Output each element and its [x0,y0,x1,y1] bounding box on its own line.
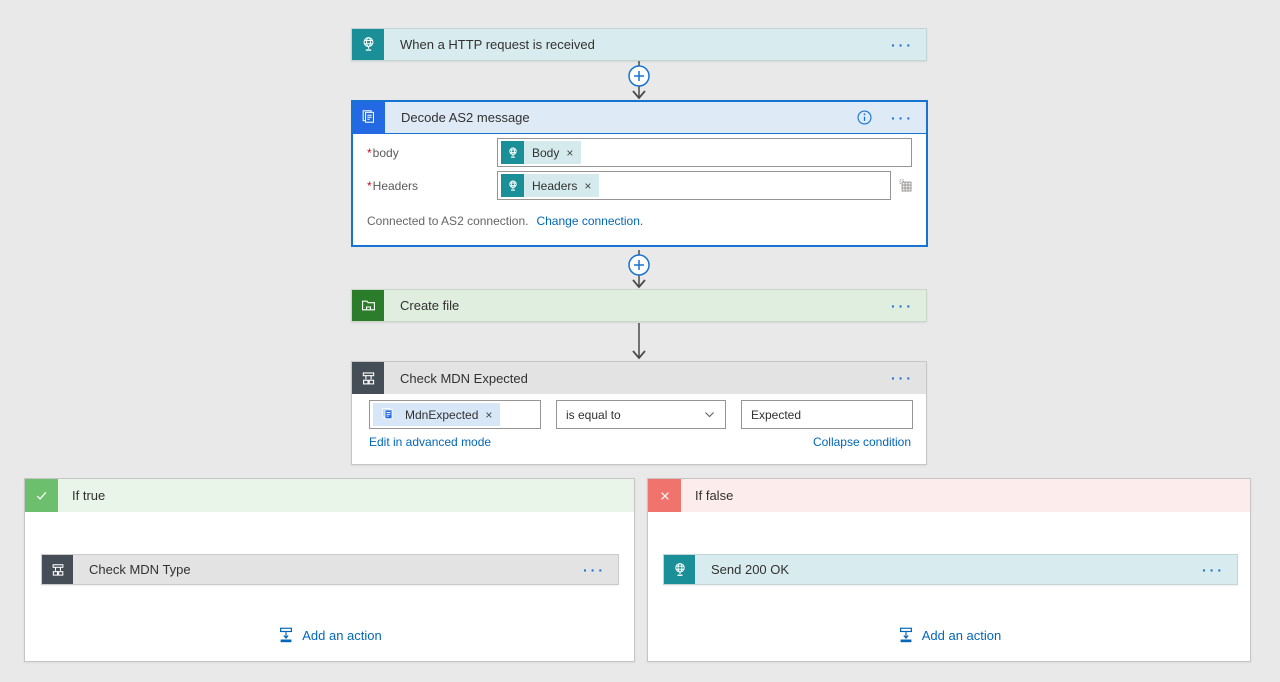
http-globe-icon [664,555,695,584]
decode-as2-card: Decode AS2 message ··· *body Body × [351,100,928,247]
headers-field-input[interactable]: Headers × [497,171,891,200]
remove-token-icon[interactable]: × [485,407,493,422]
remove-token-icon[interactable]: × [566,145,574,160]
condition-value-input[interactable] [741,400,913,429]
info-icon[interactable] [850,109,879,126]
condition-branch-icon [352,362,384,394]
connection-footer: Connected to AS2 connection. Change conn… [367,214,643,228]
edit-advanced-mode-link[interactable]: Edit in advanced mode [369,435,492,449]
if-false-add-action-button[interactable]: Add an action [648,626,1250,644]
create-file-title: Create file [400,298,460,313]
http-globe-icon [501,141,524,164]
condition-menu-button[interactable]: ··· [891,370,914,386]
check-mdn-type-card[interactable]: Check MDN Type ··· [41,554,619,585]
body-field-label: *body [367,146,399,160]
operator-value: is equal to [566,407,621,422]
add-action-icon [280,627,293,643]
condition-header[interactable]: Check MDN Expected ··· [352,362,926,394]
decode-as2-header[interactable]: Decode AS2 message ··· [353,101,926,134]
add-action-icon [899,627,912,643]
collapse-condition-link[interactable]: Collapse condition [812,435,911,449]
insert-step-connector[interactable] [627,250,651,289]
body-token[interactable]: Body × [501,141,582,164]
mdnexpected-token[interactable]: MdnExpected × [373,403,501,426]
condition-title: Check MDN Expected [400,370,528,386]
if-true-add-action-button[interactable]: Add an action [25,626,634,644]
body-field-input[interactable]: Body × [497,138,912,167]
add-action-label: Add an action [921,627,1002,643]
checkmark-icon [25,479,58,512]
check-mdn-type-title: Check MDN Type [89,562,191,577]
http-globe-icon [352,29,384,60]
add-action-label: Add an action [302,627,382,643]
as2-pages-icon [353,101,385,134]
if-false-branch-panel: If false Send 200 OK ··· Add an action [647,478,1251,662]
decode-as2-menu-button[interactable]: ··· [891,109,914,126]
change-connection-link[interactable]: Change connection. [536,214,644,228]
decode-as2-title: Decode AS2 message [401,110,530,125]
if-true-branch-panel: If true Check MDN Type ··· Add an action [24,478,635,662]
condition-operator-dropdown[interactable]: is equal to [556,400,726,429]
trigger-title: When a HTTP request is received [400,37,595,52]
send-200-ok-card[interactable]: Send 200 OK ··· [663,554,1238,585]
headers-token[interactable]: Headers × [501,174,600,197]
if-false-header[interactable]: If false [648,479,1250,512]
if-true-label: If true [72,488,106,503]
operand-token-label: MdnExpected [405,407,479,422]
insert-step-connector[interactable] [627,61,651,100]
headers-token-label: Headers [532,178,578,193]
connection-status-text: Connected to AS2 connection. [367,214,529,228]
if-true-header[interactable]: If true [25,479,634,512]
create-file-menu-button[interactable]: ··· [891,297,914,314]
condition-operand-input[interactable]: MdnExpected × [369,400,541,429]
as2-pages-icon [377,404,399,426]
condition-card: Check MDN Expected ··· MdnExpected × [351,361,927,465]
switch-to-table-mode-icon[interactable] [896,176,914,194]
file-system-folder-icon [352,290,384,321]
trigger-menu-button[interactable]: ··· [891,36,914,53]
arrow-connector [632,323,646,360]
http-globe-icon [501,174,524,197]
condition-branch-icon [42,555,73,584]
x-mark-icon [648,479,681,512]
send-200-ok-menu-button[interactable]: ··· [1202,561,1225,578]
if-false-label: If false [695,488,734,503]
check-mdn-type-menu-button[interactable]: ··· [583,561,606,578]
trigger-card-http-request[interactable]: When a HTTP request is received ··· [351,28,927,61]
create-file-card[interactable]: Create file ··· [351,289,927,322]
body-token-label: Body [532,145,560,160]
chevron-down-icon [705,412,714,418]
send-200-ok-title: Send 200 OK [711,562,790,577]
remove-token-icon[interactable]: × [584,178,592,193]
headers-field-label: *Headers [367,179,419,193]
